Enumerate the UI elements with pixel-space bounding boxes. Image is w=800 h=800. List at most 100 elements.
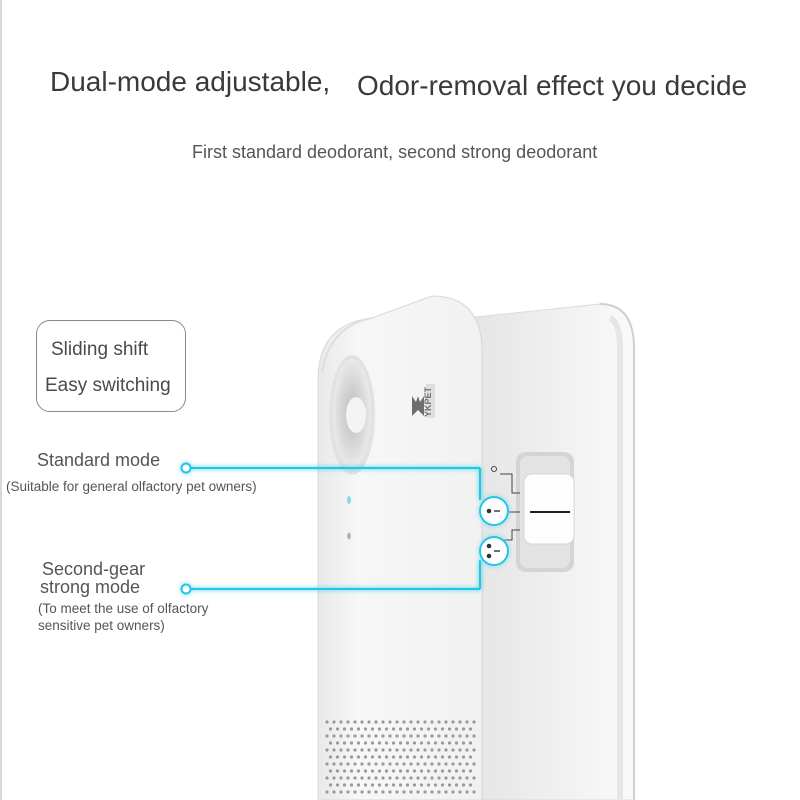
vent-hole — [416, 776, 420, 780]
vent-hole — [353, 790, 357, 794]
headline-part-2: Odor-removal effect you decide — [357, 70, 748, 101]
vent-hole — [461, 741, 466, 745]
vent-hole — [398, 783, 403, 787]
vent-hole — [325, 720, 329, 724]
vent-hole — [342, 727, 347, 731]
vent-hole — [356, 741, 361, 745]
vent-hole — [416, 734, 420, 738]
vent-hole — [339, 720, 343, 724]
vent-hole — [381, 790, 385, 794]
vent-hole — [360, 734, 364, 738]
vent-hole — [391, 727, 396, 731]
vent-hole — [472, 720, 476, 724]
indicator-light-icon — [347, 532, 351, 540]
vent-hole — [447, 741, 452, 745]
vent-hole — [398, 727, 403, 731]
vent-hole — [409, 748, 413, 752]
vent-hole — [353, 734, 357, 738]
vent-hole — [395, 790, 399, 794]
vent-hole — [419, 727, 424, 731]
vent-hole — [416, 720, 420, 724]
vent-hole — [360, 790, 364, 794]
vent-hole — [335, 783, 340, 787]
headline-part-1: Dual-mode adjustable, — [50, 66, 331, 97]
vent-hole — [335, 727, 340, 731]
vent-hole — [335, 741, 340, 745]
vent-hole — [416, 762, 420, 766]
vent-hole — [395, 734, 399, 738]
vent-hole — [416, 790, 420, 794]
vent-hole — [325, 776, 329, 780]
vent-hole — [328, 727, 333, 731]
vent-hole — [384, 769, 389, 773]
vent-hole — [423, 762, 427, 766]
vent-hole — [461, 769, 466, 773]
vent-hole — [325, 748, 329, 752]
vent-hole — [335, 769, 340, 773]
vent-hole — [370, 783, 375, 787]
vent-hole — [426, 783, 431, 787]
vent-hole — [360, 762, 364, 766]
vent-hole — [433, 769, 438, 773]
vent-hole — [433, 727, 438, 731]
vent-hole — [332, 762, 336, 766]
vent-hole — [472, 790, 476, 794]
vent-hole — [367, 748, 371, 752]
vent-hole — [440, 769, 445, 773]
vent-hole — [468, 755, 473, 759]
vent-hole — [391, 755, 396, 759]
vent-hole — [328, 769, 333, 773]
vent-hole — [349, 741, 354, 745]
vent-hole — [395, 776, 399, 780]
vent-hole — [370, 741, 375, 745]
vent-hole — [388, 776, 392, 780]
vent-hole — [405, 755, 410, 759]
indicator-light-icon — [347, 496, 351, 504]
vent-hole — [437, 762, 441, 766]
vent-hole — [426, 769, 431, 773]
vent-hole — [377, 741, 382, 745]
vent-hole — [332, 790, 336, 794]
vent-hole — [409, 734, 413, 738]
vent-hole — [468, 727, 473, 731]
vent-hole — [349, 755, 354, 759]
vent-hole — [377, 769, 382, 773]
vent-hole — [437, 748, 441, 752]
vent-hole — [409, 776, 413, 780]
vent-hole — [388, 748, 392, 752]
vent-hole — [370, 769, 375, 773]
vent-hole — [356, 727, 361, 731]
vent-hole — [346, 776, 350, 780]
vent-hole — [325, 734, 329, 738]
standard-mode-note: (Suitable for general olfactory pet owne… — [6, 479, 257, 494]
vent-hole — [430, 776, 434, 780]
vent-hole — [349, 769, 354, 773]
vent-hole — [342, 741, 347, 745]
vent-hole — [353, 720, 357, 724]
vent-hole — [395, 748, 399, 752]
vent-hole — [423, 748, 427, 752]
vent-hole — [444, 790, 448, 794]
vent-hole — [388, 720, 392, 724]
vent-hole — [363, 741, 368, 745]
vent-hole — [402, 790, 406, 794]
vent-hole — [458, 720, 462, 724]
vent-hole — [405, 783, 410, 787]
vent-hole — [332, 734, 336, 738]
vent-hole — [356, 769, 361, 773]
vent-hole — [426, 741, 431, 745]
mode-slider-switch[interactable] — [516, 452, 575, 572]
vent-hole — [433, 741, 438, 745]
vent-hole — [360, 748, 364, 752]
vent-hole — [465, 748, 469, 752]
subheadline: First standard deodorant, second strong … — [192, 142, 598, 162]
vent-hole — [451, 762, 455, 766]
vent-hole — [461, 783, 466, 787]
vent-hole — [374, 720, 378, 724]
vent-hole — [374, 762, 378, 766]
vent-hole — [384, 727, 389, 731]
vent-hole — [433, 755, 438, 759]
vent-hole — [388, 790, 392, 794]
vent-hole — [465, 790, 469, 794]
